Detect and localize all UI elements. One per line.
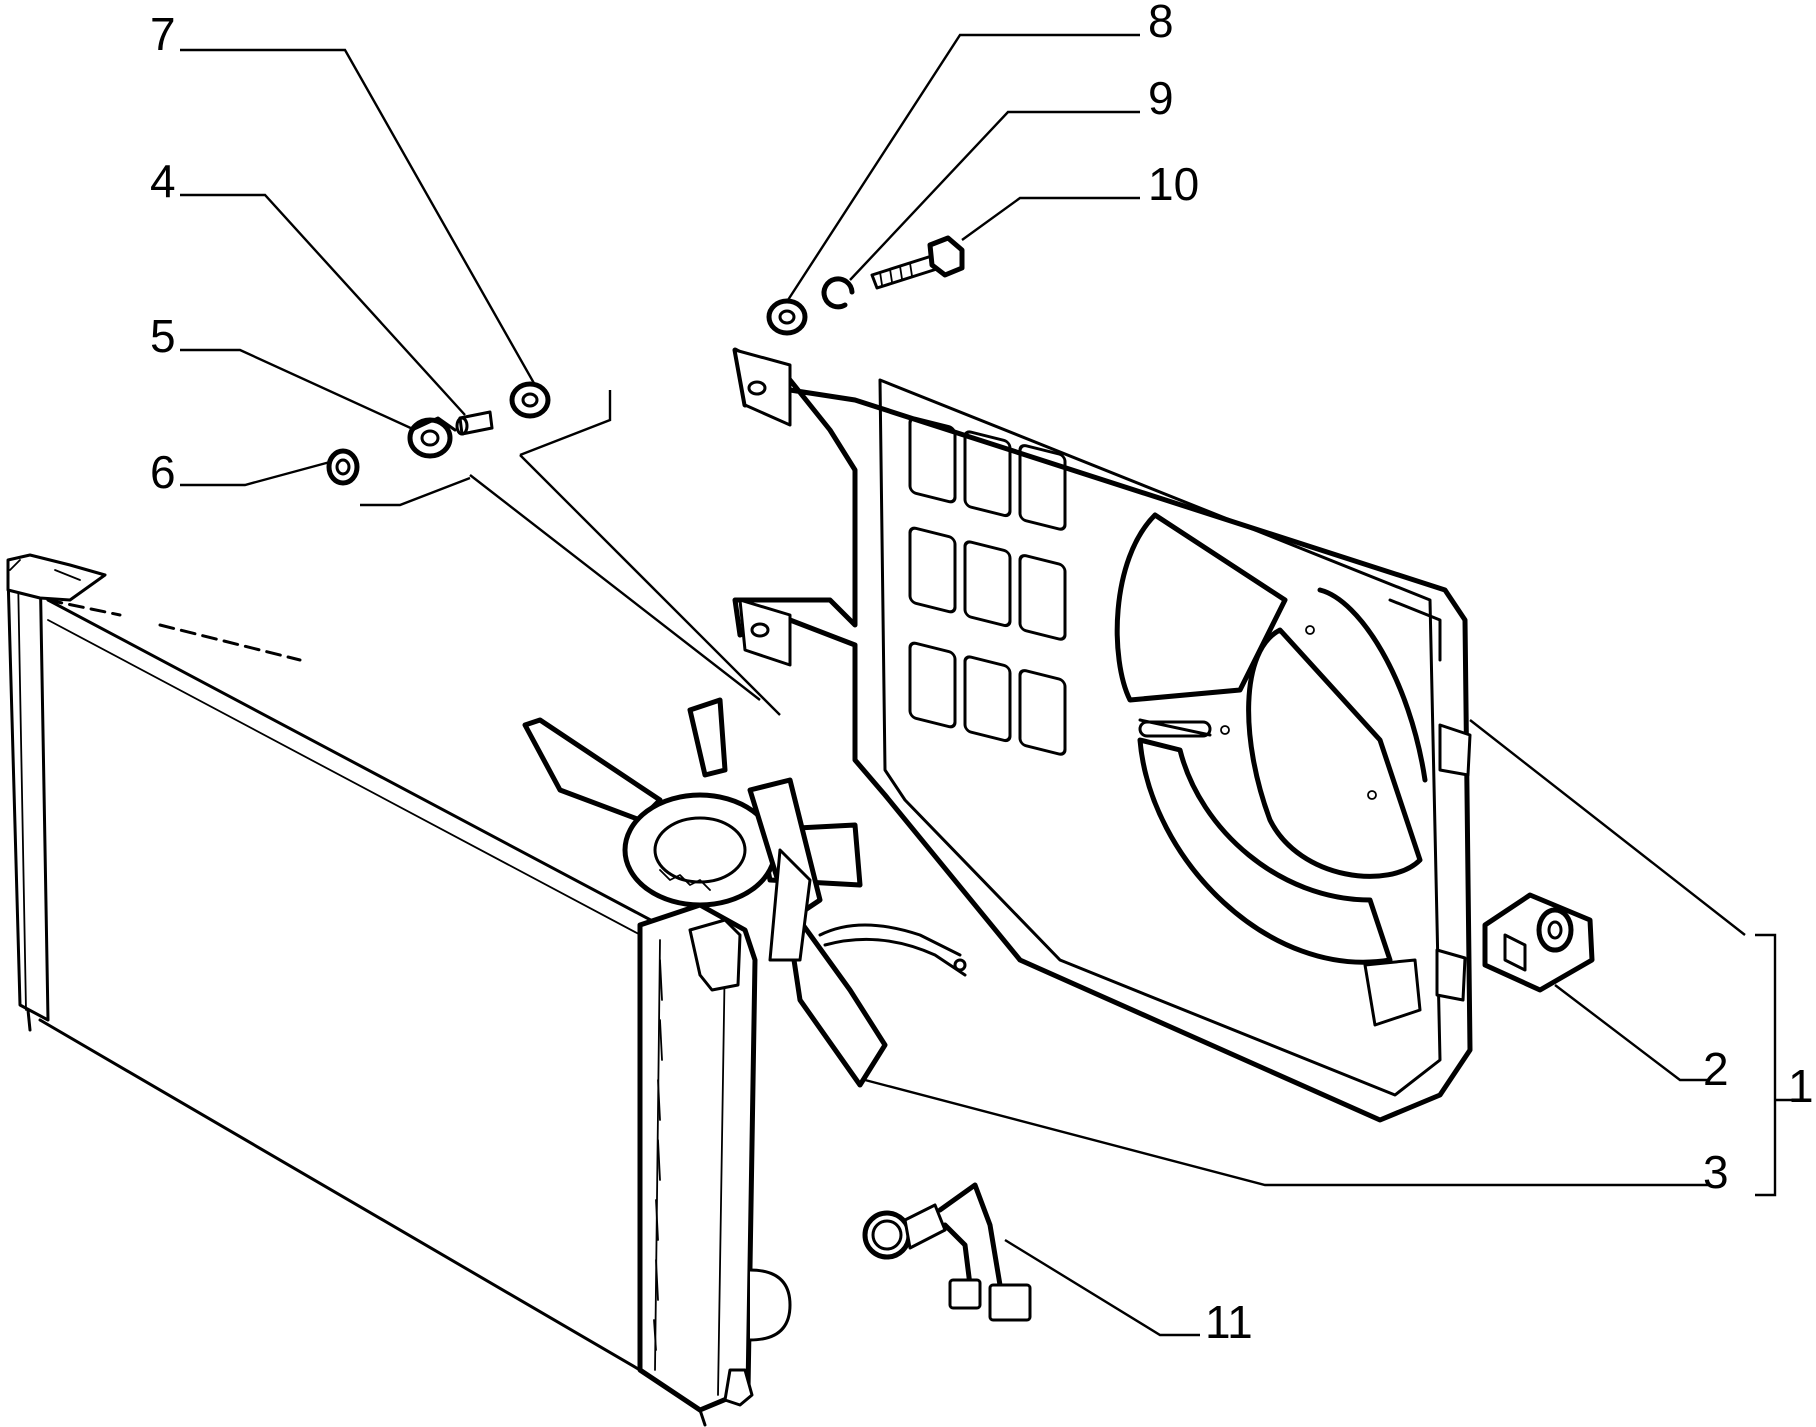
fan-motor-drawing xyxy=(522,697,967,1088)
callout-3: 3 xyxy=(1703,1146,1729,1198)
callout-4: 4 xyxy=(150,155,176,207)
callout-1: 1 xyxy=(1788,1060,1814,1112)
callout-8: 8 xyxy=(1148,0,1174,47)
fan-shroud-drawing xyxy=(732,347,1473,1123)
callout-6: 6 xyxy=(150,446,176,498)
callout-9: 9 xyxy=(1148,72,1174,124)
callout-numbers: 7 4 5 6 8 9 10 2 1 3 11 xyxy=(150,0,1814,1348)
radiator-drawing xyxy=(6,553,792,1427)
shroud-window-grid xyxy=(908,416,1067,756)
leader-lines xyxy=(180,33,1795,1337)
callout-11: 11 xyxy=(1205,1296,1253,1348)
callout-5: 5 xyxy=(150,310,176,362)
callout-7: 7 xyxy=(150,8,176,60)
callout-2: 2 xyxy=(1703,1043,1729,1095)
small-hardware-drawing xyxy=(326,235,1595,1322)
callout-10: 10 xyxy=(1148,158,1199,210)
